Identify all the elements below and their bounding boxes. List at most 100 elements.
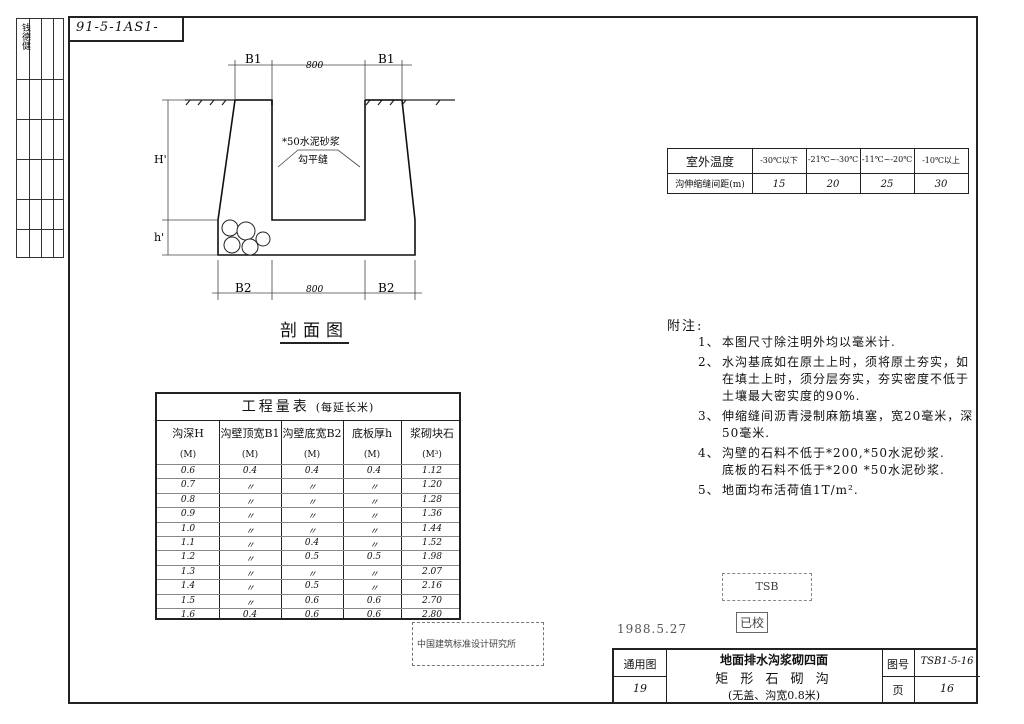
temp-col: -21℃~-30℃ [807, 155, 859, 164]
strip-divider [17, 119, 63, 120]
table-cell: 〃 [245, 497, 255, 508]
strip-divider [17, 159, 63, 160]
table-cell: 1.0 [180, 523, 196, 534]
quantity-table-title: 工程量表 (每延长米) [157, 394, 459, 421]
table-cell: 1.36 [421, 509, 443, 520]
table-row: 1.1 〃 0.4 〃 1.52 [157, 536, 459, 552]
table-divider [882, 676, 980, 677]
table-cell: 〃 [369, 541, 379, 551]
sidebar-signature: 钱德健 [20, 23, 30, 50]
mortar-label-2: 勾平缝 [298, 153, 328, 166]
table-cell: 〃 [245, 555, 255, 566]
note-line: 地面均布活荷值1T/m². [722, 483, 859, 497]
quantity-table: 工程量表(每延长米) 沟深H(M)沟壁顶宽B1(M)沟壁底宽B2(M)底板厚h(… [155, 392, 461, 620]
table-cell: 1.52 [421, 538, 443, 548]
quantity-header-cell: 浆砌块石 [410, 427, 454, 440]
table-divider [914, 650, 915, 704]
institute-stamp: 中国建筑标准设计研究所 [412, 622, 544, 666]
table-divider [860, 149, 861, 193]
table-divider [806, 149, 807, 193]
note-line: 沟壁的石料不低于*200,*50水泥砂浆. [722, 446, 945, 460]
joint-spacing-table: 室外温度 沟伸缩缝间距(m) -30℃以下 -21℃~-30℃ -11℃~-20… [667, 148, 969, 194]
spacing-row-label: 沟伸缩缝间距(m) [675, 180, 745, 190]
label-depth-h: H' [154, 153, 167, 166]
quantity-header-cell: 沟壁底宽B2 [282, 427, 342, 440]
table-cell: 〃 [307, 483, 317, 494]
table-cell: 2.70 [421, 595, 443, 606]
quantity-unit-cell: (M³) [422, 450, 442, 460]
table-cell: 〃 [307, 526, 317, 537]
page-number: 16 [940, 682, 954, 695]
table-cell: 2.80 [421, 610, 443, 620]
notes-title: 附注: [667, 319, 704, 334]
section-drawing: B1 800 B1 B2 800 B2 H' h' *50水泥砂浆 勾平缝 [154, 52, 455, 300]
mortar-label: *50水泥砂浆 [282, 135, 340, 148]
quantity-header-cell: 沟深H [172, 427, 204, 440]
table-cell: 〃 [307, 569, 317, 580]
sheet-label: 图号 [887, 658, 909, 671]
dim-b2-right: B2 [378, 281, 394, 295]
note-line: 底板的石料不低于*200 *50水泥砂浆. [722, 463, 945, 477]
strip-divider [53, 19, 54, 257]
table-cell: 0.4 [304, 466, 320, 476]
table-row: 0.7〃〃〃1.20 [157, 478, 459, 494]
table-cell: 1.20 [421, 480, 443, 491]
ground-line [185, 99, 455, 106]
table-cell: 0.4 [366, 466, 382, 476]
table-cell: 〃 [245, 512, 255, 523]
construction-lines [162, 60, 422, 300]
table-divider [343, 420, 344, 618]
table-cell: 1.3 [180, 566, 196, 577]
table-cell: 〃 [369, 483, 379, 494]
quantity-title-text: 工程量表 [241, 399, 310, 415]
dim-bottom-width: 800 [306, 285, 323, 295]
table-divider [219, 420, 220, 618]
note-number: 4、 [698, 446, 720, 460]
table-cell: 0.5 [304, 552, 320, 563]
table-cell: 1.1 [180, 538, 196, 548]
note-number: 5、 [698, 483, 720, 497]
general-drawing-label: 通用图 [623, 658, 657, 671]
quantity-unit-note: (每延长米) [315, 401, 375, 414]
table-divider [401, 420, 402, 618]
table-cell: 〃 [245, 584, 255, 595]
strip-divider [41, 19, 42, 257]
note-number: 2、 [698, 355, 720, 369]
table-divider [882, 650, 883, 704]
note-line: 水沟基底如在原土上时，须将原土夯实，如 [722, 355, 970, 369]
stone-fill [221, 219, 271, 256]
note-number: 3、 [698, 409, 720, 423]
table-cell: 0.4 [304, 538, 320, 548]
title-block: 通用图 19 地面排水沟浆砌四面 矩 形 石 砌 沟 (无盖、沟宽0.8米) 图… [612, 648, 980, 704]
spacing-value: 25 [880, 179, 894, 190]
strip-divider [17, 199, 63, 200]
table-cell: 〃 [245, 541, 255, 551]
table-cell: 0.4 [242, 610, 258, 620]
table-cell: 2.07 [421, 566, 443, 577]
strip-divider [17, 79, 63, 80]
table-cell: 1.44 [421, 523, 443, 534]
note-line: 本图尺寸除注明外均以毫米计. [722, 335, 896, 349]
quantity-unit-cell: (M) [179, 450, 197, 460]
label-base-h: h' [154, 231, 164, 244]
table-cell: 〃 [369, 497, 379, 508]
table-cell: 1.6 [180, 610, 196, 620]
table-cell: 0.6 [304, 610, 320, 620]
dim-b1-right: B1 [378, 52, 394, 66]
table-cell: 1.2 [180, 552, 196, 563]
table-cell: 〃 [307, 512, 317, 523]
tsb-stamp: TSB [722, 573, 812, 601]
table-row: 1.3〃〃〃2.07 [157, 564, 459, 581]
table-cell: 〃 [369, 526, 379, 537]
table-row: 1.4〃0.5〃2.16 [157, 579, 459, 595]
table-row: 1.0〃〃〃1.44 [157, 521, 459, 538]
drawing-number-top: 91-5-1AS1- [68, 16, 184, 42]
quantity-header-cell: 沟壁顶宽B1 [220, 427, 280, 440]
quantity-header-cell: 底板厚h [351, 427, 393, 440]
table-divider [666, 650, 667, 704]
drawing-title-line1: 地面排水沟浆砌四面 [719, 653, 828, 667]
table-cell: 1.4 [180, 581, 196, 592]
